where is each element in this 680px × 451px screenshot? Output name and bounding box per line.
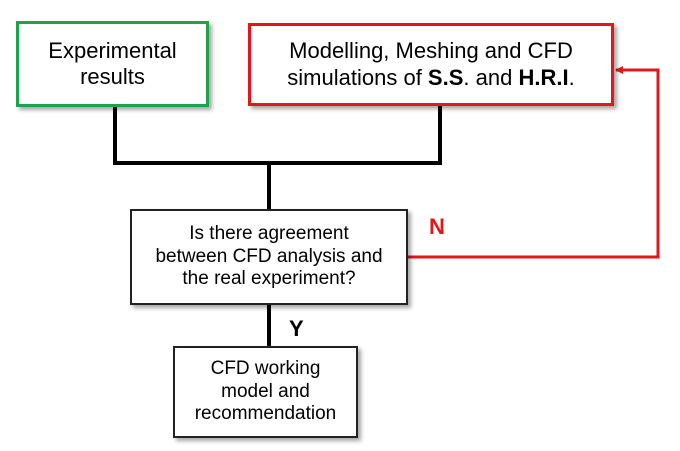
modelling-line-2-prefix: simulations of bbox=[287, 64, 428, 90]
hri-abbreviation: H.R.I bbox=[518, 64, 569, 90]
result-line-3: recommendation bbox=[194, 403, 337, 425]
experimental-line-1: Experimental bbox=[48, 37, 177, 63]
question-line-1: Is there agreement bbox=[189, 222, 349, 244]
question-line-2: between CFD analysis and bbox=[155, 245, 383, 267]
experimental-line-2: results bbox=[80, 64, 145, 89]
ss-abbreviation: S.S bbox=[427, 64, 464, 90]
no-label: N bbox=[429, 214, 445, 239]
modelling-line-1: Modelling, Meshing and CFD bbox=[289, 38, 573, 64]
modelling-simulation-box: Modelling, Meshing and CFD simulations o… bbox=[248, 23, 614, 106]
ss-period: . bbox=[463, 64, 470, 90]
result-line-1: CFD working bbox=[210, 357, 321, 379]
connector-no-feedback bbox=[408, 66, 660, 259]
and-word: and bbox=[469, 64, 519, 90]
experimental-results-box: Experimental results bbox=[16, 21, 209, 107]
yes-label: Y bbox=[289, 316, 304, 341]
result-line-2: model and bbox=[221, 380, 310, 402]
agreement-decision-box: Is there agreement between CFD analysis … bbox=[130, 209, 408, 305]
cfd-working-model-box: CFD working model and recommendation bbox=[173, 346, 358, 438]
question-line-3: the real experiment? bbox=[182, 268, 356, 290]
hri-period: . bbox=[568, 64, 575, 90]
